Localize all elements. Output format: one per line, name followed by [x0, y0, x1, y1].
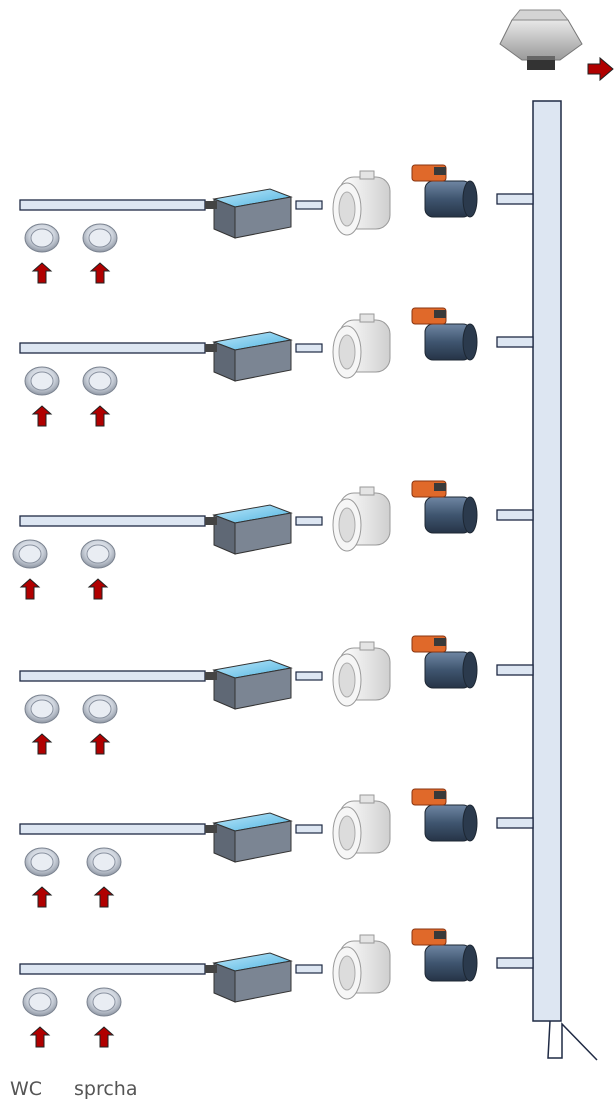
airflow-up-arrow-icon	[31, 405, 53, 427]
airflow-up-arrow-icon	[89, 733, 111, 755]
silencer-box-icon	[205, 812, 293, 863]
motorized-damper-icon	[411, 480, 478, 534]
ceiling-diffuser-icon	[24, 847, 60, 877]
motorized-damper-icon	[411, 788, 478, 842]
connector-duct	[295, 200, 323, 210]
main-riser-duct	[532, 100, 562, 1022]
airflow-up-arrow-icon	[93, 1026, 115, 1048]
roof-exhaust-cowl-icon	[499, 9, 583, 70]
riser-stub-duct	[496, 957, 534, 969]
motorized-damper-icon	[411, 928, 478, 982]
connector-duct	[295, 964, 323, 974]
riser-stub-duct	[496, 509, 534, 521]
inline-duct-fan-icon	[332, 486, 391, 552]
connector-duct	[295, 343, 323, 353]
ceiling-diffuser-icon	[24, 223, 60, 253]
wc-label: WC	[10, 1078, 43, 1100]
airflow-up-arrow-icon	[89, 405, 111, 427]
motorized-damper-icon	[411, 635, 478, 689]
inline-duct-fan-icon	[332, 170, 391, 236]
branch-duct	[19, 515, 206, 527]
ceiling-diffuser-icon	[82, 694, 118, 724]
airflow-up-arrow-icon	[89, 262, 111, 284]
silencer-box-icon	[205, 659, 293, 710]
silencer-box-icon	[205, 188, 293, 239]
airflow-up-arrow-icon	[31, 733, 53, 755]
floor-branch	[12, 480, 534, 600]
airflow-up-arrow-icon	[87, 578, 109, 600]
floor-branch	[19, 164, 534, 284]
airflow-up-arrow-icon	[93, 886, 115, 908]
riser-stub-duct	[496, 336, 534, 348]
ceiling-diffuser-icon	[22, 987, 58, 1017]
connector-duct	[295, 516, 323, 526]
shower-label: sprcha	[74, 1078, 138, 1100]
inline-duct-fan-icon	[332, 641, 391, 707]
floor-branch	[19, 788, 534, 908]
outlet-arrow-icon	[587, 56, 614, 82]
ceiling-diffuser-icon	[82, 366, 118, 396]
riser-base-line	[547, 1020, 598, 1061]
inline-duct-fan-icon	[332, 794, 391, 860]
ceiling-diffuser-icon	[80, 539, 116, 569]
branch-duct	[19, 963, 206, 975]
inline-duct-fan-icon	[332, 934, 391, 1000]
ceiling-diffuser-icon	[24, 694, 60, 724]
ceiling-diffuser-icon	[82, 223, 118, 253]
inline-duct-fan-icon	[332, 313, 391, 379]
airflow-up-arrow-icon	[31, 886, 53, 908]
riser-stub-duct	[496, 664, 534, 676]
branch-duct	[19, 670, 206, 682]
airflow-up-arrow-icon	[19, 578, 41, 600]
riser-stub-duct	[496, 817, 534, 829]
motorized-damper-icon	[411, 307, 478, 361]
branch-duct	[19, 199, 206, 211]
silencer-box-icon	[205, 331, 293, 382]
connector-duct	[295, 824, 323, 834]
connector-duct	[295, 671, 323, 681]
motorized-damper-icon	[411, 164, 478, 218]
riser-stub-duct	[496, 193, 534, 205]
silencer-box-icon	[205, 504, 293, 555]
ceiling-diffuser-icon	[86, 847, 122, 877]
airflow-up-arrow-icon	[31, 262, 53, 284]
ceiling-diffuser-icon	[12, 539, 48, 569]
floor-branch	[19, 635, 534, 755]
silencer-box-icon	[205, 952, 293, 1003]
floor-branch	[19, 307, 534, 427]
ceiling-diffuser-icon	[86, 987, 122, 1017]
ceiling-diffuser-icon	[24, 366, 60, 396]
branch-duct	[19, 342, 206, 354]
floor-branch	[19, 928, 534, 1048]
branch-duct	[19, 823, 206, 835]
airflow-up-arrow-icon	[29, 1026, 51, 1048]
